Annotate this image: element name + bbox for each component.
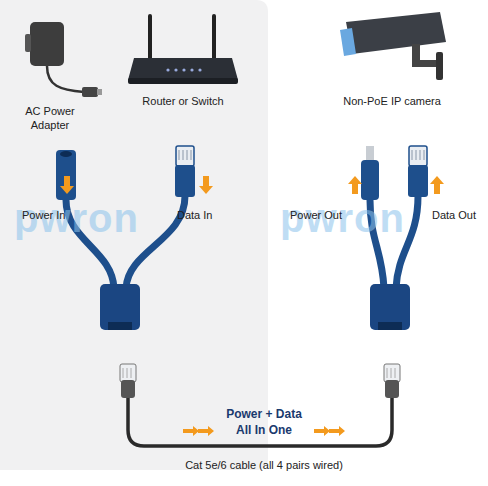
- ac-adapter-icon: [25, 22, 102, 97]
- cat-cable: [120, 364, 400, 446]
- device-label: Router or Switch: [118, 94, 248, 108]
- device-label: Non-PoE IP camera: [322, 94, 462, 108]
- background-panel: [0, 0, 268, 470]
- device-name: Router or Switch: [118, 94, 248, 108]
- port-label: Power Out: [290, 208, 342, 222]
- port-label: Data Out: [432, 208, 476, 222]
- device-name: Non-PoE IP camera: [322, 94, 462, 108]
- device-name: AC Power Adapter: [12, 104, 88, 132]
- cable-caption: Power + Data All In One: [221, 406, 307, 438]
- port-label: Power In: [22, 208, 65, 222]
- router-icon: [128, 14, 238, 84]
- camera-icon: [340, 12, 446, 80]
- port-label: Data In: [177, 208, 212, 222]
- cable-note: Cat 5e/6 cable (all 4 pairs wired): [185, 458, 343, 472]
- device-label: AC Power Adapter: [12, 104, 88, 132]
